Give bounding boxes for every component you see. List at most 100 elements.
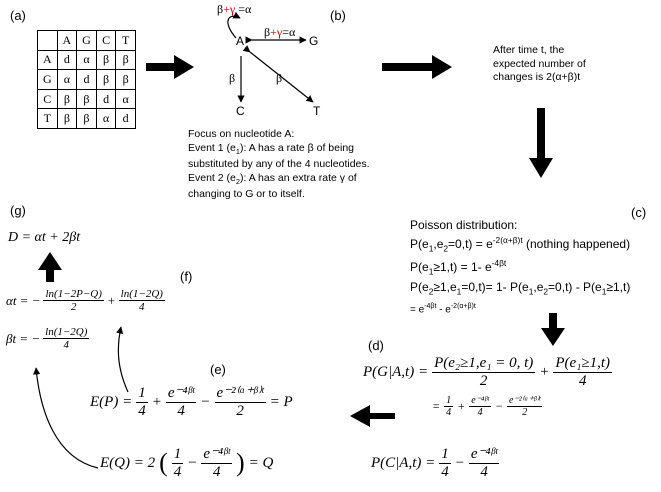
eq-distance: D = αt + 2βt bbox=[8, 230, 81, 245]
focus-line-5: changing to G or to itself. bbox=[188, 188, 305, 201]
frac-num: ln(1−2Q) bbox=[118, 288, 165, 302]
frac-num: P(e₂≥1,e₁ = 0, t) bbox=[432, 355, 536, 373]
loop-label-gamma: +γ bbox=[223, 2, 236, 16]
frac-num: e⁻⁴ᵝᵗ bbox=[165, 385, 197, 403]
frac-num: e⁻⁴ᵝᵗ bbox=[469, 395, 491, 407]
poisson-sup: -2(α+β)t bbox=[450, 303, 476, 311]
poisson-text: ,e bbox=[533, 279, 544, 294]
frac-num: 1 bbox=[171, 446, 184, 464]
eq-alpha: αt = − ln(1−2P−Q)2 + ln(1−2Q)4 bbox=[6, 288, 165, 313]
focus-line-2: Event 1 (e1): A has a rate β of being bbox=[188, 142, 370, 159]
focus-event1-post: ): A has a rate β of being bbox=[239, 141, 354, 154]
frac-num: P(e₁≥1,t) bbox=[553, 355, 613, 373]
focus-event2-post: ): A has an extra rate γ of bbox=[239, 171, 357, 184]
flow-arrow-a-to-b bbox=[146, 55, 194, 79]
eq-eq-lhs: E(Q) = 2 bbox=[100, 454, 156, 471]
frac-den: 4 bbox=[138, 402, 146, 419]
panel-label-g: (g) bbox=[10, 203, 26, 218]
poisson-sub: 1 bbox=[428, 243, 434, 254]
focus-line-3: substituted by any of the 4 nucleotides. bbox=[188, 158, 370, 171]
poisson-sup: -4βt bbox=[424, 303, 437, 311]
flow-arrow-down-to-d bbox=[541, 313, 565, 346]
panel-label-e: (e) bbox=[210, 362, 226, 377]
frac-den: 2 bbox=[236, 402, 244, 419]
frac-num: ln(1−2P−Q) bbox=[43, 288, 104, 302]
frac: ln(1−2Q)4 bbox=[118, 288, 165, 314]
panel-label-f: (f) bbox=[180, 269, 193, 284]
frac-den: 2 bbox=[479, 372, 488, 389]
poisson-sub: 1 bbox=[428, 266, 434, 277]
poisson-text: =0,t) - P(e bbox=[548, 279, 602, 294]
poisson-text: P(e bbox=[410, 260, 429, 275]
node-g: G bbox=[309, 34, 319, 48]
eq-operator: + bbox=[539, 363, 550, 380]
poisson-text: P(e bbox=[410, 237, 429, 251]
panel-label-d: (d) bbox=[368, 338, 384, 353]
eq-alpha-lhs: αt = − bbox=[6, 292, 41, 308]
node-t: T bbox=[313, 104, 321, 118]
flow-arrow-d-to-e bbox=[350, 405, 395, 427]
frac-num: 1 bbox=[444, 395, 454, 407]
poisson-line-1: P(e1,e2=0,t) = e-2(α+β)t (nothing happen… bbox=[410, 233, 630, 256]
matrix-cell: α bbox=[95, 108, 117, 129]
poisson-sub: 2 bbox=[428, 286, 434, 297]
edge-ac-label: β bbox=[229, 71, 236, 85]
poisson-text: =0,t) = e bbox=[448, 237, 493, 251]
focus-event1-sub: 1 bbox=[235, 146, 240, 156]
substitution-matrix: A G C T A d α β β G α d β β C β β d α T … bbox=[37, 30, 136, 129]
poisson-text: ≥1,t) bbox=[606, 279, 631, 294]
poisson-text: = e bbox=[410, 304, 425, 316]
eq-operator: − bbox=[454, 454, 465, 471]
frac: ln(1−2P−Q)2 bbox=[43, 288, 104, 314]
eq-pga-lhs: P(G|A,t) = bbox=[363, 363, 429, 380]
frac-num: e⁻²⁽ᵅ⁺ᵝ⁾ᵗ bbox=[507, 395, 543, 407]
poisson-line-3: P(e2≥1,e1=0,t)= 1- P(e1,e2=0,t) - P(e1≥1… bbox=[410, 280, 630, 299]
frac-den: 4 bbox=[139, 301, 145, 314]
poisson-text: =0,t)= 1- P(e bbox=[461, 279, 529, 294]
frac-num: 1 bbox=[439, 446, 451, 464]
eq-operator: + bbox=[457, 399, 466, 413]
matrix-cell: d bbox=[115, 108, 136, 129]
frac-num: e⁻⁴ᵝᵗ bbox=[201, 446, 232, 464]
poisson-sub: 1 bbox=[528, 286, 534, 297]
eq-operator: − bbox=[494, 399, 504, 413]
paren-open: ( bbox=[159, 448, 168, 477]
edge-ag-gamma: +γ bbox=[270, 25, 283, 39]
frac-den: 2 bbox=[522, 407, 528, 418]
eq-operator: − bbox=[187, 454, 198, 471]
eq-eq-rhs: = Q bbox=[248, 454, 274, 471]
matrix-row: G α d β β bbox=[37, 69, 136, 90]
eq-pga-frac1: P(e₂≥1,e₁ = 0, t)2 bbox=[432, 355, 536, 389]
flow-arrow-eq-to-beta bbox=[33, 367, 99, 469]
frac-num: e⁻²⁽ᵅ⁺ᵝ⁾ᵗ bbox=[214, 385, 266, 403]
frac-num: 1 bbox=[136, 385, 148, 403]
eq-operator: + bbox=[151, 393, 162, 410]
focus-line-1: Focus on nucleotide A: bbox=[188, 128, 295, 140]
edge-a-t bbox=[242, 45, 314, 103]
frac-den: 4 bbox=[441, 463, 449, 480]
edge-ag-label: β+γ=α bbox=[264, 25, 295, 40]
poisson-text: ,e bbox=[433, 237, 444, 251]
eq-operator: + bbox=[106, 292, 116, 308]
eq-operator: = bbox=[432, 399, 441, 413]
poisson-text: (nothing happened) bbox=[522, 237, 631, 251]
node-a: A bbox=[236, 34, 245, 48]
loop-label: β+γ =α bbox=[217, 2, 251, 17]
node-c: C bbox=[236, 104, 245, 118]
self-loop-a bbox=[227, 11, 241, 39]
poisson-sub: 2 bbox=[443, 243, 449, 254]
edge-ag-beta: β bbox=[264, 25, 271, 39]
edge-ag-alpha: =α bbox=[282, 25, 296, 39]
eq-ep-lhs: E(P) = bbox=[90, 393, 133, 410]
frac-den: 4 bbox=[212, 463, 221, 480]
frac-den: 2 bbox=[70, 301, 77, 314]
poisson-line-4: = e-4βt - e-2(α+β)t bbox=[410, 299, 630, 317]
